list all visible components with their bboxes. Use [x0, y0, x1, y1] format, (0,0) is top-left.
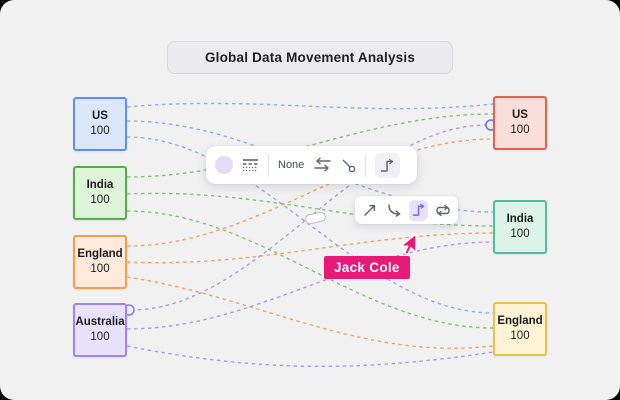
edge-india-l-to-england-r[interactable]: [126, 210, 494, 329]
toolbar-divider: [365, 153, 367, 177]
node-england-r[interactable]: England 100: [493, 302, 547, 356]
edge-australia-l-to-england-r[interactable]: [126, 345, 494, 368]
edge-england-l-to-england-r[interactable]: [126, 276, 494, 349]
straight-arrow-icon: [364, 204, 376, 216]
straight-connector-button[interactable]: [361, 200, 379, 220]
node-england-l[interactable]: England 100: [73, 235, 127, 289]
edge-australia-l-to-india-r[interactable]: [126, 241, 494, 330]
node-us-r[interactable]: US 100: [493, 96, 547, 150]
selection-toolbar: None: [206, 146, 417, 184]
node-value: 100: [90, 194, 110, 206]
node-value: 100: [90, 125, 110, 137]
node-value: 100: [510, 124, 530, 136]
loop-arrows-icon: [436, 204, 450, 216]
diagram-title-text: Global Data Movement Analysis: [204, 50, 416, 65]
collaborator-cursor-icon: [400, 233, 417, 256]
swap-direction-button[interactable]: [313, 157, 332, 173]
edge-us-l-to-england-r[interactable]: [126, 136, 494, 314]
node-label: US: [92, 110, 108, 122]
line-endpoint-circle-icon: [342, 159, 356, 172]
node-us-l[interactable]: US 100: [73, 97, 127, 151]
color-swatch-button[interactable]: [215, 156, 233, 174]
collaborator-badge: Jack Cole: [324, 256, 410, 279]
connector-style-toolbar: [355, 196, 458, 224]
curved-connector-button[interactable]: [385, 200, 403, 220]
endpoint-style-button[interactable]: [341, 158, 356, 173]
elbow-arrow-icon: [412, 203, 424, 216]
edge-india-l-to-us-r[interactable]: [126, 113, 494, 178]
edge-india-l-to-india-r[interactable]: [126, 192, 494, 227]
diagram-title: Global Data Movement Analysis: [167, 41, 453, 74]
connector-type-button[interactable]: [375, 152, 401, 178]
node-value: 100: [90, 263, 110, 275]
elbow-connector-button[interactable]: [409, 199, 428, 221]
arrowhead-select[interactable]: None: [278, 159, 305, 171]
node-value: 100: [90, 331, 110, 343]
stroke-style-icon: [243, 159, 258, 172]
collaborator-name: Jack Cole: [334, 260, 400, 275]
node-value: 100: [510, 330, 530, 342]
node-label: India: [506, 213, 534, 225]
node-india-r[interactable]: India 100: [493, 200, 547, 254]
node-label: US: [512, 109, 528, 121]
swap-arrows-icon: [314, 157, 331, 172]
node-australia-l[interactable]: Australia 100: [73, 303, 127, 357]
node-value: 100: [510, 228, 530, 240]
stroke-style-button[interactable]: [242, 157, 259, 173]
node-india-l[interactable]: India 100: [73, 166, 127, 220]
edge-england-l-to-india-r[interactable]: [126, 232, 494, 264]
node-label: England: [77, 248, 123, 260]
curved-arrow-icon: [387, 204, 400, 217]
loop-connector-button[interactable]: [434, 200, 452, 220]
edge-us-l-to-us-r[interactable]: [126, 102, 494, 110]
elbow-connector-icon: [381, 158, 394, 172]
edge-england-l-to-us-r[interactable]: [126, 138, 494, 247]
node-label: India: [86, 179, 114, 191]
node-label: Australia: [75, 316, 125, 328]
node-label: England: [497, 315, 543, 327]
toolbar-divider: [268, 153, 269, 177]
